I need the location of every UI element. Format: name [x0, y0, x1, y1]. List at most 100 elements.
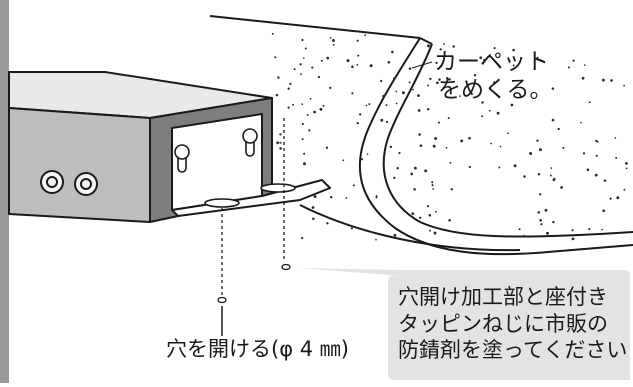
carpet-dot: [368, 103, 371, 106]
carpet-dot: [567, 66, 570, 69]
carpet-dot: [550, 167, 553, 169]
carpet-dot: [445, 77, 449, 80]
carpet-dot: [544, 208, 548, 212]
carpet-dot: [303, 162, 306, 166]
carpet-dot: [380, 118, 384, 122]
carpet-dot: [581, 76, 585, 80]
carpet-dot: [431, 184, 434, 187]
carpet-fold-edge: [419, 37, 433, 45]
carpet-dot: [481, 101, 484, 104]
carpet-dot: [448, 78, 451, 81]
carpet-dot: [365, 104, 368, 107]
carpet-dot: [396, 167, 399, 170]
rustproof-note-line-2: タッピンねじに市販の: [398, 311, 608, 336]
carpet-dot: [417, 109, 421, 112]
carpet-dot: [424, 169, 428, 173]
carpet-dot: [539, 193, 542, 196]
carpet-dot: [311, 66, 314, 69]
carpet-dot: [301, 38, 304, 42]
carpet-dot: [443, 43, 445, 45]
rca-jack-right-inner: [80, 178, 92, 190]
carpet-dot: [418, 133, 421, 136]
carpet-dot: [359, 113, 362, 116]
carpet-dot: [408, 67, 412, 70]
carpet-dot: [411, 212, 415, 215]
drill-guides: [221, 118, 285, 296]
carpet-dot: [292, 103, 295, 106]
carpet-dot: [317, 75, 321, 79]
carpet-dot: [360, 158, 364, 161]
carpet-curl-outer: [358, 37, 633, 256]
carpet-dot: [391, 50, 394, 54]
carpet-dot: [277, 76, 280, 79]
carpet-dot: [279, 133, 282, 136]
carpet-dot: [498, 166, 501, 169]
carpet-dot: [366, 153, 369, 155]
carpet-dot: [356, 39, 359, 42]
carpet-dot: [529, 152, 533, 155]
carpet-dot: [395, 102, 398, 105]
carpet-dot: [588, 101, 591, 104]
carpet-dot: [596, 140, 599, 143]
carpet-dot: [493, 47, 496, 50]
carpet-dot: [393, 233, 397, 237]
rca-jack-left: [40, 170, 64, 194]
carpet-dot: [365, 230, 367, 232]
carpet-dot: [432, 144, 436, 148]
carpet-dot: [450, 188, 454, 191]
carpet-dot: [408, 81, 411, 84]
carpet-dot: [380, 79, 383, 83]
carpet-texture-dots: [268, 32, 628, 241]
carpet-dot: [346, 59, 350, 63]
carpet-dot: [614, 137, 617, 139]
drill-hole-right: [281, 263, 291, 271]
carpet-dot: [312, 217, 315, 221]
carpet-dot: [322, 104, 325, 107]
carpet-dot: [435, 61, 438, 65]
carpet-dot: [496, 111, 500, 115]
carpet-dot: [537, 211, 540, 214]
carpet-dot: [352, 184, 355, 187]
carpet-dot: [551, 118, 555, 122]
carpet-dot: [301, 236, 304, 240]
carpet-dot: [595, 154, 598, 157]
carpet-dot: [385, 120, 389, 124]
carpet-dot: [436, 81, 439, 85]
carpet-dot: [392, 77, 396, 81]
carpet-leader-line: [411, 61, 433, 69]
carpet-dot: [499, 145, 502, 148]
carpet-top-edge: [209, 15, 421, 39]
carpet-dot: [513, 164, 517, 168]
carpet-dot: [419, 216, 422, 219]
carpet-dot: [375, 196, 378, 199]
rustproof-note-line-1: 穴開け加工部と座付き: [398, 285, 608, 309]
carpet-dot: [449, 161, 452, 164]
carpet-dot: [588, 228, 591, 231]
carpet-dot: [433, 231, 437, 235]
carpet-dot: [439, 48, 442, 51]
foot-slot-left: [204, 198, 240, 208]
carpet-dot: [279, 147, 282, 150]
carpet-dot: [417, 94, 420, 97]
carpet-dot: [560, 186, 563, 189]
carpet-dot: [326, 56, 330, 60]
carpet-dot: [582, 152, 586, 155]
carpet-dot: [523, 175, 526, 178]
carpet-dot: [428, 213, 432, 217]
carpet-dot: [507, 132, 509, 135]
rustproof-note-line-3: 防錆剤を塗ってください: [398, 338, 628, 363]
carpet-dot: [300, 73, 302, 76]
callout-bubble: [300, 268, 630, 380]
carpet-dot: [571, 237, 575, 241]
carpet-dot: [468, 136, 471, 140]
carpet-dot: [552, 220, 555, 224]
carpet-dot: [438, 78, 441, 81]
carpet-dot: [468, 165, 471, 169]
foot-slot-right: [260, 183, 296, 193]
carpet-dot: [538, 148, 542, 152]
carpet-dot: [601, 228, 603, 231]
carpet-dot: [572, 59, 575, 62]
carpet-dot: [350, 227, 353, 230]
rca-jack-right: [74, 172, 98, 196]
